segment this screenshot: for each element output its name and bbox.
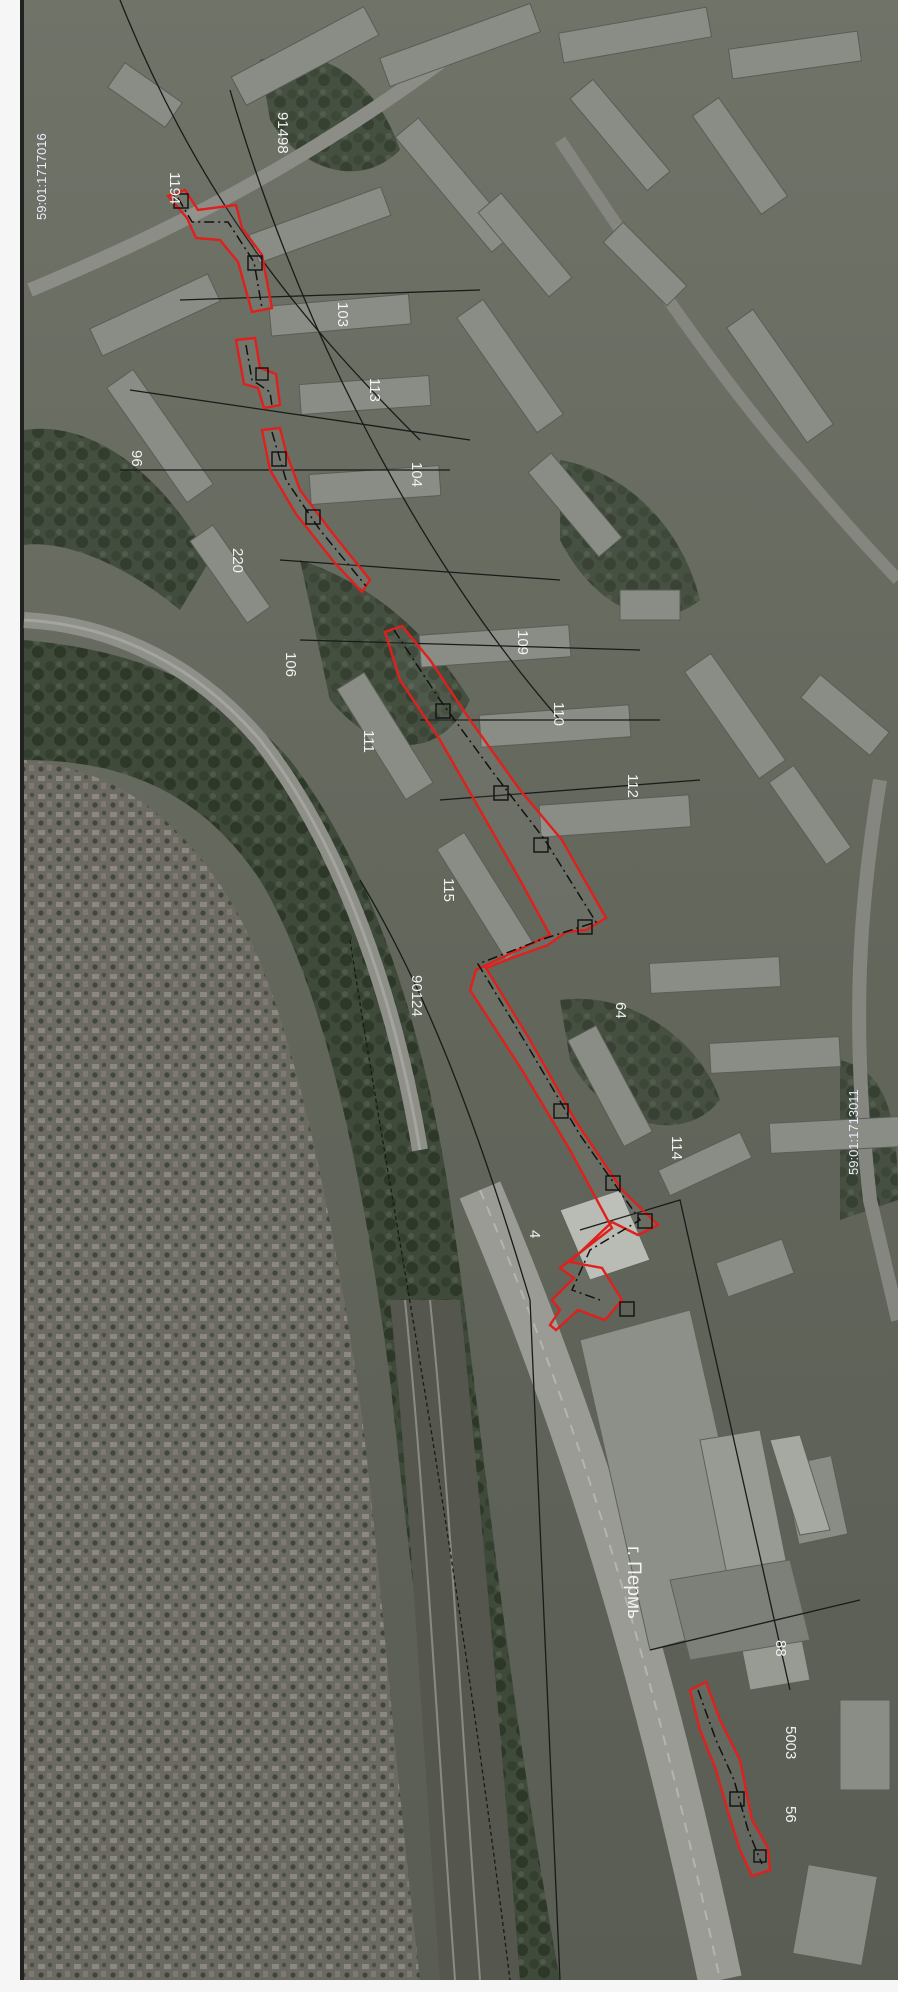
frame-edge bbox=[20, 0, 24, 1980]
private-housing-area bbox=[24, 760, 420, 1980]
tree-cluster bbox=[24, 428, 210, 610]
apartment-blocks bbox=[89, 2, 898, 1966]
commercial-building bbox=[669, 1559, 811, 1661]
building-label: 114 bbox=[668, 1136, 685, 1160]
building-label: 64 bbox=[612, 1002, 629, 1019]
right-street bbox=[852, 778, 898, 1322]
upper-street bbox=[27, 34, 475, 297]
railway-corridor bbox=[390, 1300, 520, 1980]
building-label: 1194 bbox=[166, 172, 183, 204]
pavilion-building bbox=[559, 1189, 651, 1281]
route-axis bbox=[177, 197, 763, 1865]
cadastral-lines bbox=[119, 0, 861, 1981]
building-label: 110 bbox=[550, 702, 567, 726]
building-label: 96 bbox=[128, 450, 145, 467]
building-label: 112 bbox=[624, 774, 641, 798]
building-label: 103 bbox=[334, 302, 351, 327]
building-label: 104 bbox=[408, 462, 425, 487]
building-label: 106 bbox=[282, 652, 299, 677]
railway-track bbox=[404, 1299, 456, 1981]
building-label: 115 bbox=[440, 878, 457, 902]
paper-bottom-margin bbox=[0, 1980, 898, 1992]
tree-cluster bbox=[560, 460, 700, 617]
road-centerline bbox=[23, 618, 422, 1151]
annex-building bbox=[769, 1434, 831, 1536]
building-label: 220 bbox=[229, 548, 246, 573]
building-label: 109 bbox=[514, 630, 531, 655]
building-label: 88 bbox=[772, 1640, 789, 1657]
railway-track bbox=[429, 1299, 481, 1981]
tree-cluster bbox=[260, 55, 400, 172]
route-chambers bbox=[173, 193, 767, 1863]
building-label: 56 bbox=[782, 1806, 799, 1823]
parcel-label-east: 59:01:1713011 bbox=[846, 1089, 861, 1175]
route-segment-mid-upper[interactable] bbox=[260, 426, 372, 594]
building-label: 4 bbox=[526, 1230, 543, 1238]
building-labels: 1194 91498 103 113 96 104 220 106 109 11… bbox=[128, 112, 799, 1823]
route-segment-lower[interactable] bbox=[688, 1680, 772, 1878]
building-label: 91498 bbox=[274, 112, 291, 154]
building-label: 90124 bbox=[408, 975, 425, 1017]
city-label: г. Пермь bbox=[623, 1546, 644, 1619]
parcel-label-north: 59:01:1717016 bbox=[34, 133, 49, 220]
route-segment-upper[interactable] bbox=[165, 188, 274, 314]
building-label: 113 bbox=[366, 378, 383, 402]
building-label: 111 bbox=[360, 730, 377, 753]
building-label: 5003 bbox=[782, 1726, 799, 1759]
avenue-marking bbox=[479, 1189, 721, 1981]
